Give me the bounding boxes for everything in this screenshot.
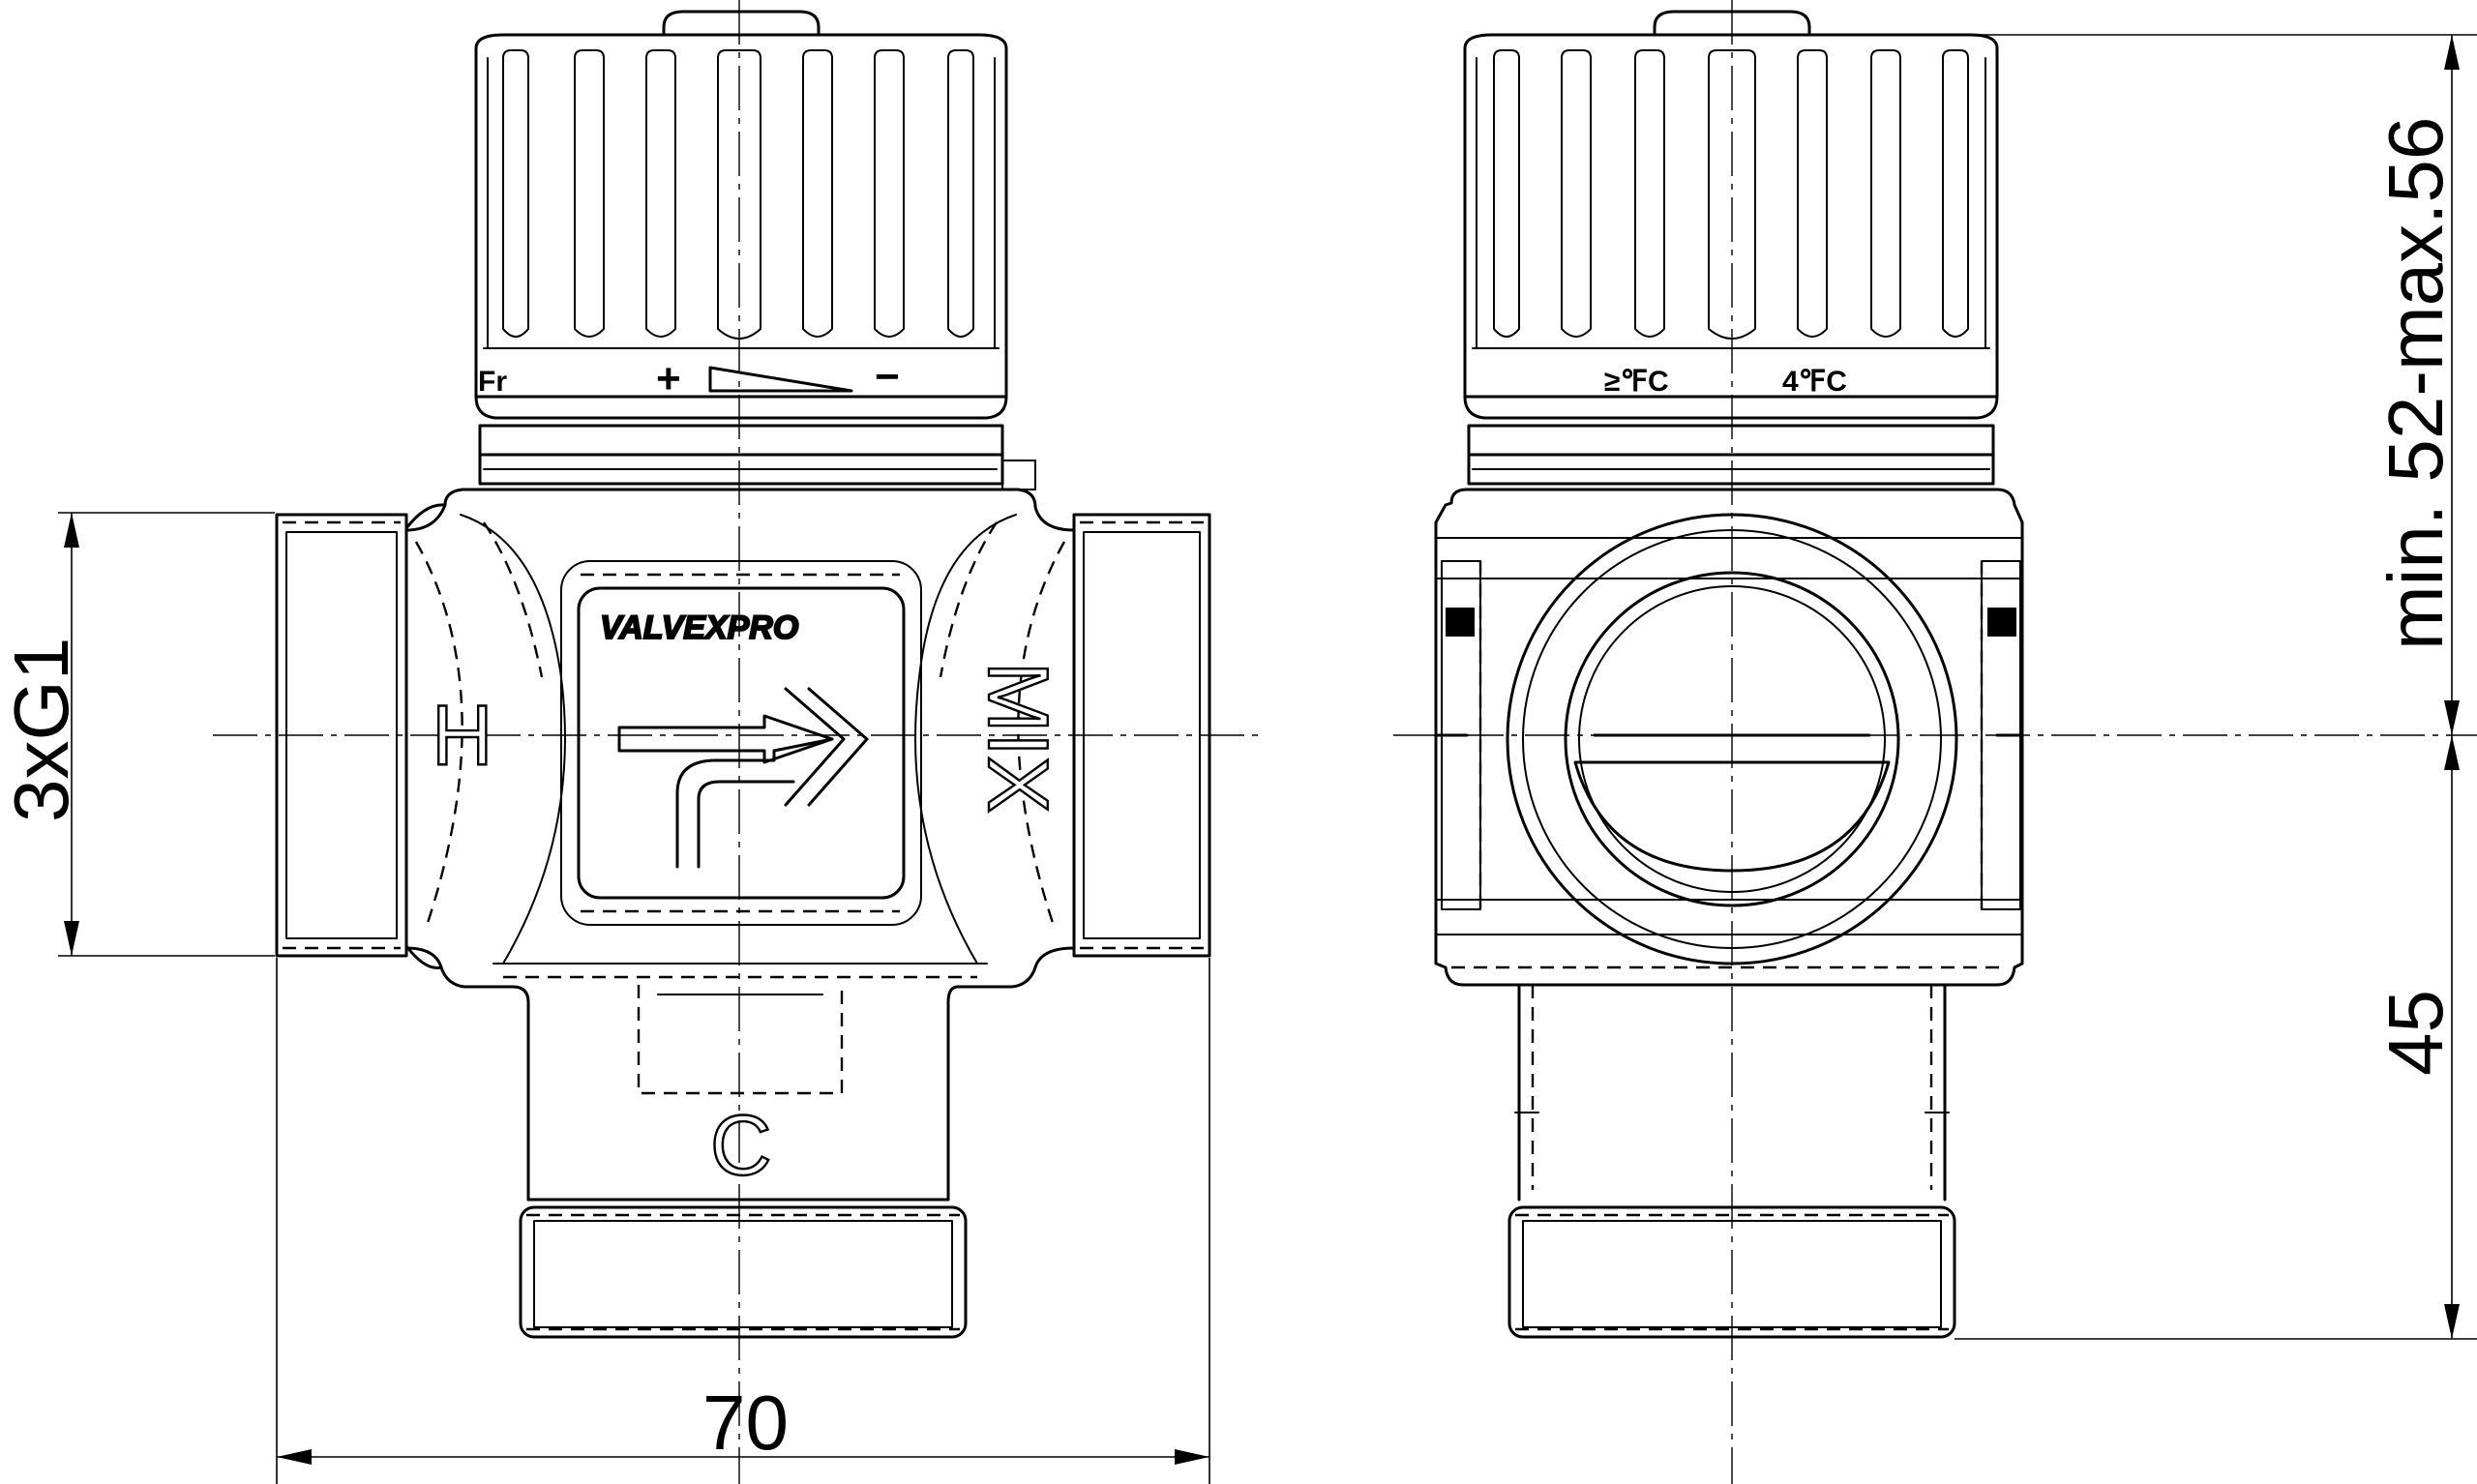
knob-minus-label: −	[875, 353, 900, 401]
width-dimension: 70	[277, 958, 1209, 1484]
side-round-port	[1507, 515, 1956, 964]
svg-text:Fr: Fr	[478, 366, 507, 398]
hot-port-label: H	[432, 687, 493, 783]
front-label-plate	[579, 588, 904, 898]
cold-port-label: C	[710, 1097, 772, 1193]
thread-dimension: 3xG1	[0, 513, 275, 956]
knob-wedge-icon	[710, 368, 851, 391]
side-view: ≥℉C 4℉C	[1393, 0, 2477, 1484]
hot-inlet-fitting	[277, 505, 445, 968]
knob-side-mark-1: ≥℉C	[1604, 366, 1669, 398]
front-view: + − Fr VALVEXPRO	[0, 0, 1258, 1484]
knob-side-mark-2: 4℉C	[1782, 366, 1847, 398]
front-valve-body	[406, 490, 1074, 1200]
knob-plus-label: +	[656, 355, 681, 402]
side-valve-body	[1436, 490, 2022, 985]
mix-outlet-fitting	[1074, 515, 1209, 956]
front-knob	[476, 35, 1006, 397]
width-dimension-label: 70	[702, 1380, 789, 1466]
knob-range-dimension-label: min. 52-max.56	[2373, 117, 2459, 650]
mix-port-label: MIX	[970, 662, 1066, 813]
flow-arrow-icon	[619, 689, 867, 867]
height-dimension: 45	[1955, 735, 2477, 1339]
thread-dimension-label: 3xG1	[0, 638, 84, 822]
side-knob	[1465, 35, 1997, 397]
cold-inlet-fitting	[521, 985, 966, 1337]
height-dimension-label: 45	[2373, 990, 2459, 1076]
brand-logo: VALVEXPRO	[600, 609, 798, 646]
knob-range-dimension: min. 52-max.56	[1819, 35, 2477, 735]
